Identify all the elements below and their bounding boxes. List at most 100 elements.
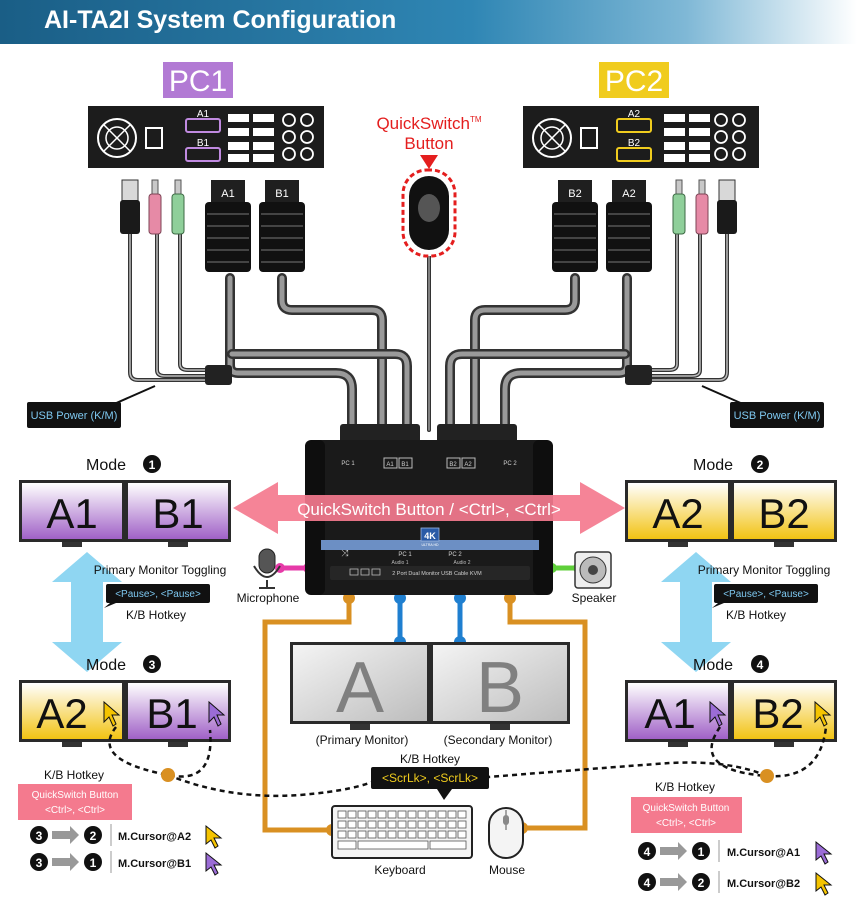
monitor-a-letter: A xyxy=(336,648,384,728)
speaker: Speaker xyxy=(572,551,617,605)
cursor-icon xyxy=(815,840,833,865)
pc2-rear-panel: A2 B2 xyxy=(523,106,759,168)
pc2-plugs: B2 A2 xyxy=(552,179,737,272)
left-row2-from: 3 xyxy=(36,856,43,870)
arrow-right-icon xyxy=(660,873,687,891)
pc1-badge: PC1 xyxy=(163,62,233,98)
quickswitch-subtitle: Button xyxy=(404,134,453,153)
quickswitch-arrow: QuickSwitch Button / <Ctrl>, <Ctrl> xyxy=(233,482,625,534)
mode-2: Mode 2 A2 B2 xyxy=(625,455,837,547)
pc2-label: PC2 xyxy=(605,65,663,98)
toggle-right-caption: K/B Hotkey xyxy=(726,608,786,622)
fan-icon xyxy=(97,118,137,158)
left-row2-to: 1 xyxy=(90,856,97,870)
hdmi-plug-a2-icon: A2 xyxy=(606,180,652,272)
mode-4-screen-b: B2 xyxy=(752,690,803,737)
toggle-right-title: Primary Monitor Toggling xyxy=(698,563,831,577)
kvm-port-a1: A1 xyxy=(386,462,394,468)
hdmi-plug-b2-icon: B2 xyxy=(552,180,598,272)
path-dot xyxy=(161,768,175,782)
microphone: Microphone xyxy=(237,548,300,605)
speaker-label: Speaker xyxy=(572,591,617,605)
quickswitch-button-callout: QuickSwitchTM Button xyxy=(376,114,482,258)
toggle-left: Primary Monitor Toggling <Pause>, <Pause… xyxy=(94,563,227,622)
path-dot xyxy=(760,769,774,783)
right-hotkey-panel: K/B Hotkey QuickSwitch Button <Ctrl>, <C… xyxy=(631,780,833,896)
right-row2-text: M.Cursor@B2 xyxy=(727,878,800,890)
right-row1-to: 1 xyxy=(698,845,705,859)
hdmi-plug-b1-icon: B1 xyxy=(259,180,305,272)
cursor-icon xyxy=(205,851,223,876)
mouse: Mouse xyxy=(488,807,525,877)
kvm-front-pc1: PC 1 xyxy=(398,552,412,558)
usb-plug-icon xyxy=(121,179,139,203)
kvm-badge-uhd: ULTRA HD xyxy=(421,543,439,547)
audio-plug-green-icon xyxy=(171,193,185,235)
cursor-icon xyxy=(815,871,833,896)
left-hotkey-panel: K/B Hotkey QuickSwitch Button <Ctrl>, <C… xyxy=(18,768,223,876)
kvm-badge-4k: 4K xyxy=(424,531,436,541)
right-panel-qs-line1: QuickSwitch Button xyxy=(643,803,730,814)
usb-power-right: USB Power (K/M) xyxy=(701,385,824,428)
cursor-icon xyxy=(709,700,727,727)
right-panel-qs-line2: <Ctrl>, <Ctrl> xyxy=(656,818,716,829)
mode-1-screen-a: A1 xyxy=(46,490,97,537)
mode-3-screen-b: B1 xyxy=(146,690,197,737)
kvm-port-a2: A2 xyxy=(464,462,472,468)
kb-hotkey-center: K/B Hotkey <ScrLk>, <ScrLk> xyxy=(371,752,489,800)
mouse-icon xyxy=(488,807,524,859)
mode-4-number: 4 xyxy=(757,658,764,672)
pc1-label: PC1 xyxy=(169,65,227,98)
cursor-icon xyxy=(205,824,223,849)
mode-4-screen-a: A1 xyxy=(644,690,695,737)
arrow-right-icon xyxy=(52,853,79,871)
left-row2-text: M.Cursor@B1 xyxy=(118,858,191,870)
fan-icon xyxy=(532,118,572,158)
monitor-a-caption: (Primary Monitor) xyxy=(316,733,409,747)
mode-2-number: 2 xyxy=(757,458,764,472)
kvm-pc2-label: PC 2 xyxy=(503,461,517,467)
monitor-primary: A (Primary Monitor) xyxy=(290,642,430,747)
monitor-secondary: B (Secondary Monitor) xyxy=(430,642,570,747)
audio-plug-pink-icon xyxy=(148,193,162,235)
down-arrow-icon xyxy=(420,155,438,169)
kvm-pc1-label: PC 1 xyxy=(341,461,355,467)
title-bar: AI-TA2I System Configuration xyxy=(0,0,857,44)
toggle-left-hotkey: <Pause>, <Pause> xyxy=(115,589,201,600)
left-panel-caption: K/B Hotkey xyxy=(44,768,104,782)
mode-1: Mode 1 A1 B1 xyxy=(19,455,231,547)
keyboard-label: Keyboard xyxy=(374,863,425,877)
power-socket-icon xyxy=(145,127,163,149)
pc1-port-a1: A1 xyxy=(197,109,210,120)
usb-plug-icon xyxy=(718,179,736,203)
mode-1-label: Mode xyxy=(86,457,126,474)
pc1-plugs: A1 B1 xyxy=(120,179,305,272)
plug-label-b1: B1 xyxy=(275,188,288,200)
mode-3-screen-a: A2 xyxy=(36,690,87,737)
cursor-icon xyxy=(814,700,832,727)
pc2-port-b2: B2 xyxy=(628,138,641,149)
pc2-port-a2: A2 xyxy=(628,109,641,120)
toggle-right-hotkey: <Pause>, <Pause> xyxy=(723,589,809,600)
mode-2-label: Mode xyxy=(693,457,733,474)
toggle-right: Primary Monitor Toggling <Pause>, <Pause… xyxy=(698,563,831,622)
left-row1-to: 2 xyxy=(90,829,97,843)
pc2-badge: PC2 xyxy=(599,62,669,98)
cursor-icon xyxy=(103,700,121,727)
audio-plug-pink-icon xyxy=(695,193,709,235)
plug-label-a2: A2 xyxy=(622,188,635,200)
toggle-arrow-left xyxy=(52,552,122,672)
mode-1-screen-b: B1 xyxy=(152,490,203,537)
shuffle-icon: ⤨ xyxy=(341,548,349,558)
page-title: AI-TA2I System Configuration xyxy=(44,6,397,34)
right-row2-to: 2 xyxy=(698,876,705,890)
right-row2-from: 4 xyxy=(644,876,651,890)
pc1-port-b1: B1 xyxy=(197,138,210,149)
mode-3-number: 3 xyxy=(149,658,156,672)
mode-3: Mode 3 A2 B1 xyxy=(19,655,231,747)
mode-2-screen-b: B2 xyxy=(758,490,809,537)
left-row1-from: 3 xyxy=(36,829,43,843)
monitor-b-caption: (Secondary Monitor) xyxy=(444,733,553,747)
kb-hotkey-center-caption: K/B Hotkey xyxy=(400,752,460,766)
plug-label-b2: B2 xyxy=(568,188,581,200)
